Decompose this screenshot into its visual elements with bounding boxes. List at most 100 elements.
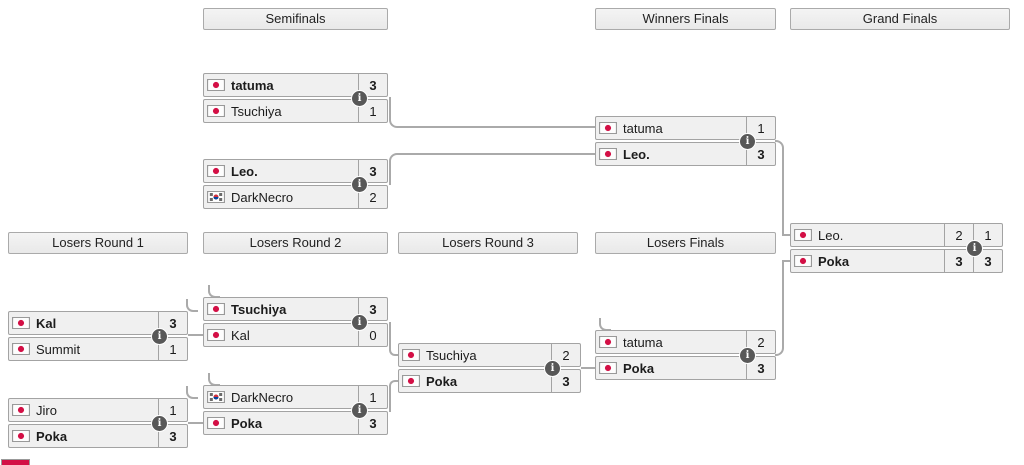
score-cell: 1 [158,399,187,421]
score-cell: 2 [358,186,387,208]
player-name[interactable]: Poka [426,373,458,389]
match-losers-round2-2: DarkNecro 1 Poka 3 i [203,385,388,435]
info-icon[interactable]: i [739,133,756,150]
player-name[interactable]: Leo. [623,146,650,162]
drop-stub-lr1m2 [186,386,198,399]
score-cell: 1 [158,338,187,360]
score-cell-set2: 1 [973,224,1002,246]
connector-lf-to-gf [775,260,784,356]
score-cell: 3 [746,143,775,165]
info-icon[interactable]: i [151,415,168,432]
info-icon[interactable]: i [351,176,368,193]
match-semifinals-2: Leo. 3 DarkNecro 2 i [203,159,388,209]
connector-lr2m2-to-lr3 [389,380,399,412]
score-cell: 3 [358,74,387,96]
player-name[interactable]: DarkNecro [231,189,294,205]
team-row[interactable]: Poka 3 3 [790,249,1003,273]
south-korea-flag-icon [207,191,225,203]
score-cell: 1 [358,386,387,408]
info-icon[interactable]: i [351,314,368,331]
player-name[interactable]: Poka [36,428,68,444]
score-cell: 3 [358,298,387,320]
japan-flag-icon [207,303,225,315]
score-cell-set1: 2 [944,224,973,246]
header-losers-round-2: Losers Round 2 [203,232,388,254]
player-name[interactable]: tatuma [623,120,663,136]
score-cell: 3 [158,425,187,447]
player-name[interactable]: Kal [36,315,57,331]
team-row[interactable]: Tsuchiya 1 [203,99,388,123]
connector-sf2-to-wf [389,153,595,185]
info-icon[interactable]: i [966,240,983,257]
match-grand-finals: Leo. 2 1 Poka 3 3 i [790,223,1003,273]
japan-flag-icon [794,255,812,267]
japan-flag-icon [599,148,617,160]
score-cell: 3 [358,412,387,434]
drop-stub-lr1m1 [186,299,198,312]
japan-flag-icon [12,343,30,355]
header-losers-round-3: Losers Round 3 [398,232,578,254]
player-name[interactable]: Tsuchiya [231,103,282,119]
japan-flag-icon [402,375,420,387]
connector-line [782,234,791,236]
japan-flag-icon [599,362,617,374]
japan-flag-icon [794,229,812,241]
player-name[interactable]: Leo. [231,163,258,179]
info-icon[interactable]: i [544,360,561,377]
player-name[interactable]: DarkNecro [231,389,294,405]
player-name[interactable]: tatuma [623,334,663,350]
info-icon[interactable]: i [351,90,368,107]
header-winners-finals: Winners Finals [595,8,776,30]
score-cell: 3 [358,160,387,182]
japan-flag-icon [12,430,30,442]
score-cell-set1: 3 [944,250,973,272]
match-losers-round3: Tsuchiya 2 Poka 3 i [398,343,581,393]
match-semifinals-1: tatuma 3 Tsuchiya 1 i [203,73,388,123]
player-name[interactable]: Jiro [36,402,57,418]
score-cell-set2: 3 [973,250,1002,272]
japan-flag-icon [12,317,30,329]
japan-flag-icon [207,329,225,341]
header-losers-finals: Losers Finals [595,232,776,254]
connector-line [782,260,791,262]
japan-flag-icon [12,404,30,416]
team-row[interactable]: Tsuchiya 2 [398,343,581,367]
team-row[interactable]: Leo. 3 [595,142,776,166]
cropped-flag-fragment [1,459,30,465]
japan-flag-icon [599,336,617,348]
player-name[interactable]: tatuma [231,77,274,93]
header-grand-finals: Grand Finals [790,8,1010,30]
connector-lr3-to-lf [581,367,596,369]
player-name[interactable]: Summit [36,341,81,357]
connector-sf1-to-wf [389,97,595,128]
info-icon[interactable]: i [351,402,368,419]
player-name[interactable]: Kal [231,327,250,343]
connector-wf-to-gf [775,140,784,236]
score-cell: 3 [551,370,580,392]
player-name[interactable]: Poka [231,415,263,431]
player-name[interactable]: Poka [623,360,655,376]
japan-flag-icon [599,122,617,134]
header-semifinals: Semifinals [203,8,388,30]
team-row[interactable]: tatuma 3 [203,73,388,97]
match-losers-finals: tatuma 2 Poka 3 i [595,330,776,380]
score-cell: 3 [158,312,187,334]
header-losers-round-1: Losers Round 1 [8,232,188,254]
connector-lr1m1-to-lr2m1 [188,334,204,336]
score-cell: 3 [746,357,775,379]
japan-flag-icon [207,417,225,429]
player-name[interactable]: Tsuchiya [426,347,477,363]
info-icon[interactable]: i [739,347,756,364]
info-icon[interactable]: i [151,328,168,345]
score-cell: 2 [746,331,775,353]
match-losers-round2-1: Tsuchiya 3 Kal 0 i [203,297,388,347]
player-name[interactable]: Tsuchiya [231,301,287,317]
score-cell: 1 [358,100,387,122]
score-cell: 2 [551,344,580,366]
player-name[interactable]: Leo. [818,227,844,243]
connector-lr2m1-to-lr3 [389,322,399,356]
player-name[interactable]: Poka [818,253,850,269]
score-cell: 1 [746,117,775,139]
match-winners-finals: tatuma 1 Leo. 3 i [595,116,776,166]
